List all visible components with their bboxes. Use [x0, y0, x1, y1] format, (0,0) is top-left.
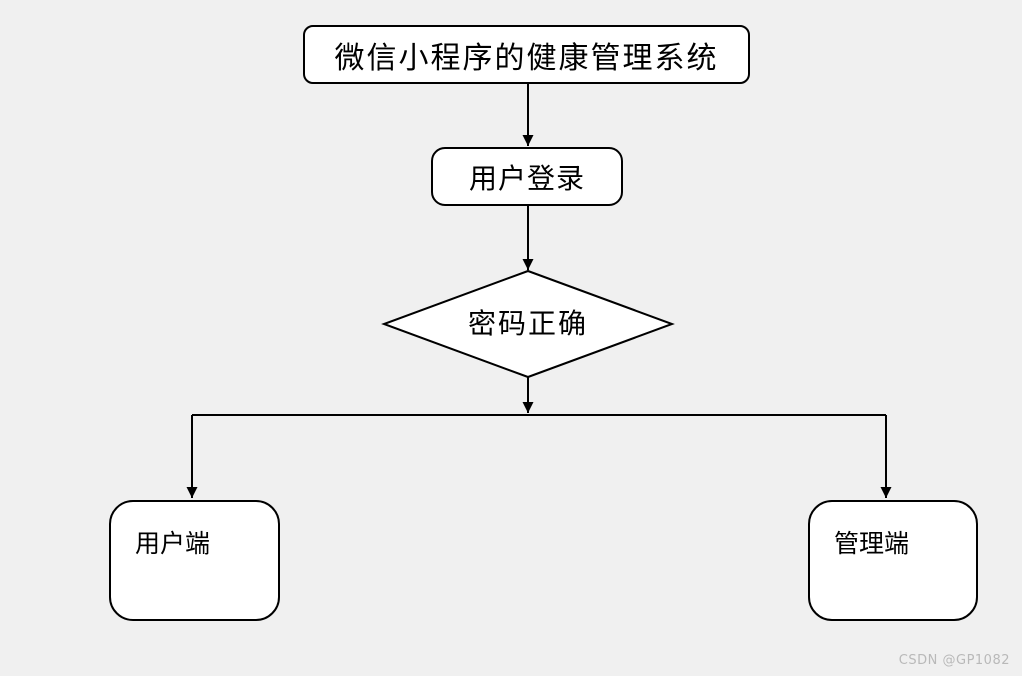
- node-user-client-label: 用户端: [135, 529, 211, 558]
- node-admin-client: 管理端: [808, 500, 978, 621]
- node-system-label: 微信小程序的健康管理系统: [334, 40, 719, 76]
- node-system-title: 微信小程序的健康管理系统: [303, 25, 750, 84]
- node-user-login: 用户登录: [431, 147, 623, 206]
- node-user-client: 用户端: [109, 500, 280, 621]
- decision-diamond-shape: [381, 269, 675, 379]
- node-admin-client-label: 管理端: [834, 529, 910, 558]
- csdn-watermark: CSDN @GP1082: [898, 653, 1010, 668]
- node-password-decision-label: 密码正确: [467, 307, 588, 340]
- node-login-label: 用户登录: [468, 161, 585, 195]
